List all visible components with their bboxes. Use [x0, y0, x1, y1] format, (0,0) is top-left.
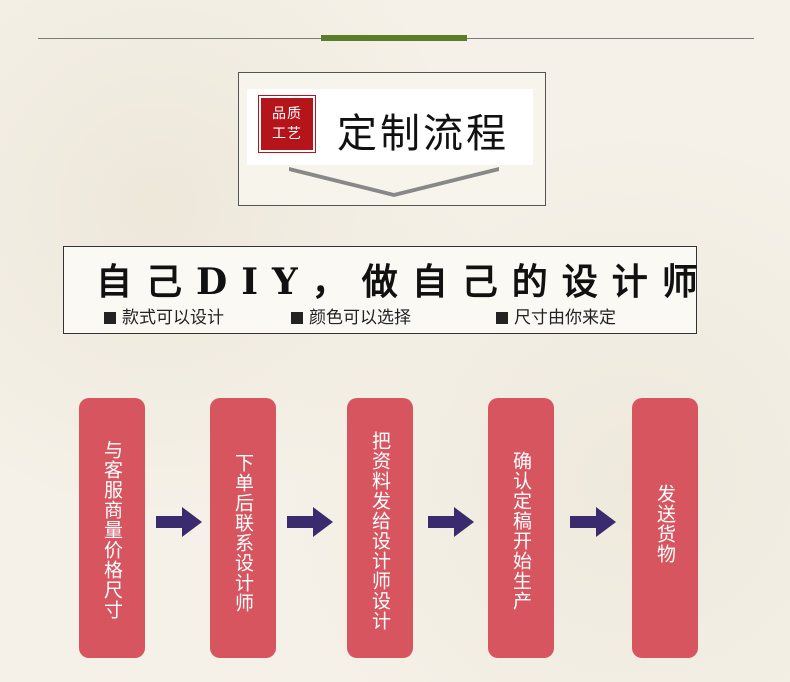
arrow-right-icon [428, 507, 474, 537]
square-bullet-icon [291, 312, 303, 324]
step-card-3: 把资料发给设计师设计 [347, 398, 413, 658]
chevron-down-icon [289, 167, 499, 197]
title-frame: 品质 工艺 定制流程 [238, 72, 546, 206]
title-banner: 品质 工艺 定制流程 [247, 89, 533, 165]
step-label: 发送货物 [654, 484, 676, 564]
seal-line-2: 工艺 [272, 126, 302, 142]
feature-label: 尺寸由你来定 [514, 308, 616, 328]
top-accent-bar [321, 35, 467, 41]
step-card-5: 发送货物 [632, 398, 698, 658]
diy-headline: 自己DIY，做自己的设计师 [96, 261, 712, 303]
step-label: 把资料发给设计师设计 [369, 431, 391, 631]
seal-line-1: 品质 [272, 106, 302, 122]
feature-item: 颜色可以选择 [291, 303, 411, 328]
step-card-4: 确认定稿开始生产 [488, 398, 554, 658]
arrow-right-icon [570, 507, 616, 537]
feature-item: 尺寸由你来定 [496, 303, 616, 328]
diy-panel: 自己DIY，做自己的设计师 款式可以设计 颜色可以选择 尺寸由你来定 [63, 246, 698, 334]
feature-label: 款式可以设计 [122, 308, 224, 328]
seal-stamp: 品质 工艺 [258, 95, 316, 153]
step-label: 与客服商量价格尺寸 [101, 440, 123, 620]
step-card-2: 下单后联系设计师 [210, 398, 276, 658]
arrow-right-icon [287, 507, 333, 537]
step-card-1: 与客服商量价格尺寸 [79, 398, 145, 658]
square-bullet-icon [496, 312, 508, 324]
step-label: 确认定稿开始生产 [510, 451, 532, 611]
step-label: 下单后联系设计师 [232, 453, 254, 613]
page-title: 定制流程 [337, 111, 509, 157]
feature-item: 款式可以设计 [104, 303, 224, 328]
square-bullet-icon [104, 312, 116, 324]
feature-label: 颜色可以选择 [309, 308, 411, 328]
arrow-right-icon [156, 507, 202, 537]
